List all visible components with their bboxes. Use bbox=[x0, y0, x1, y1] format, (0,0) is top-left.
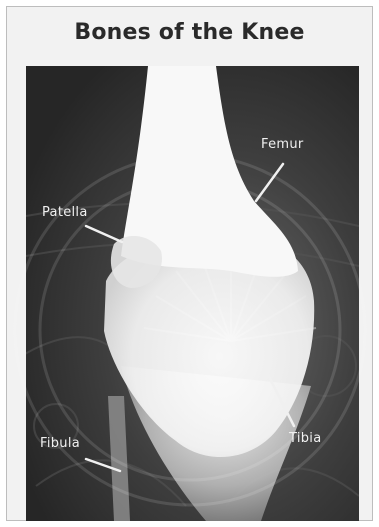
knee-image bbox=[26, 66, 359, 521]
fibula-label: Fibula bbox=[40, 436, 80, 451]
femur-label: Femur bbox=[261, 137, 304, 152]
diagram-title: Bones of the Knee bbox=[0, 20, 379, 45]
tibia-label: Tibia bbox=[289, 431, 321, 446]
knee-illustration bbox=[26, 66, 359, 521]
patella-label: Patella bbox=[42, 205, 88, 220]
